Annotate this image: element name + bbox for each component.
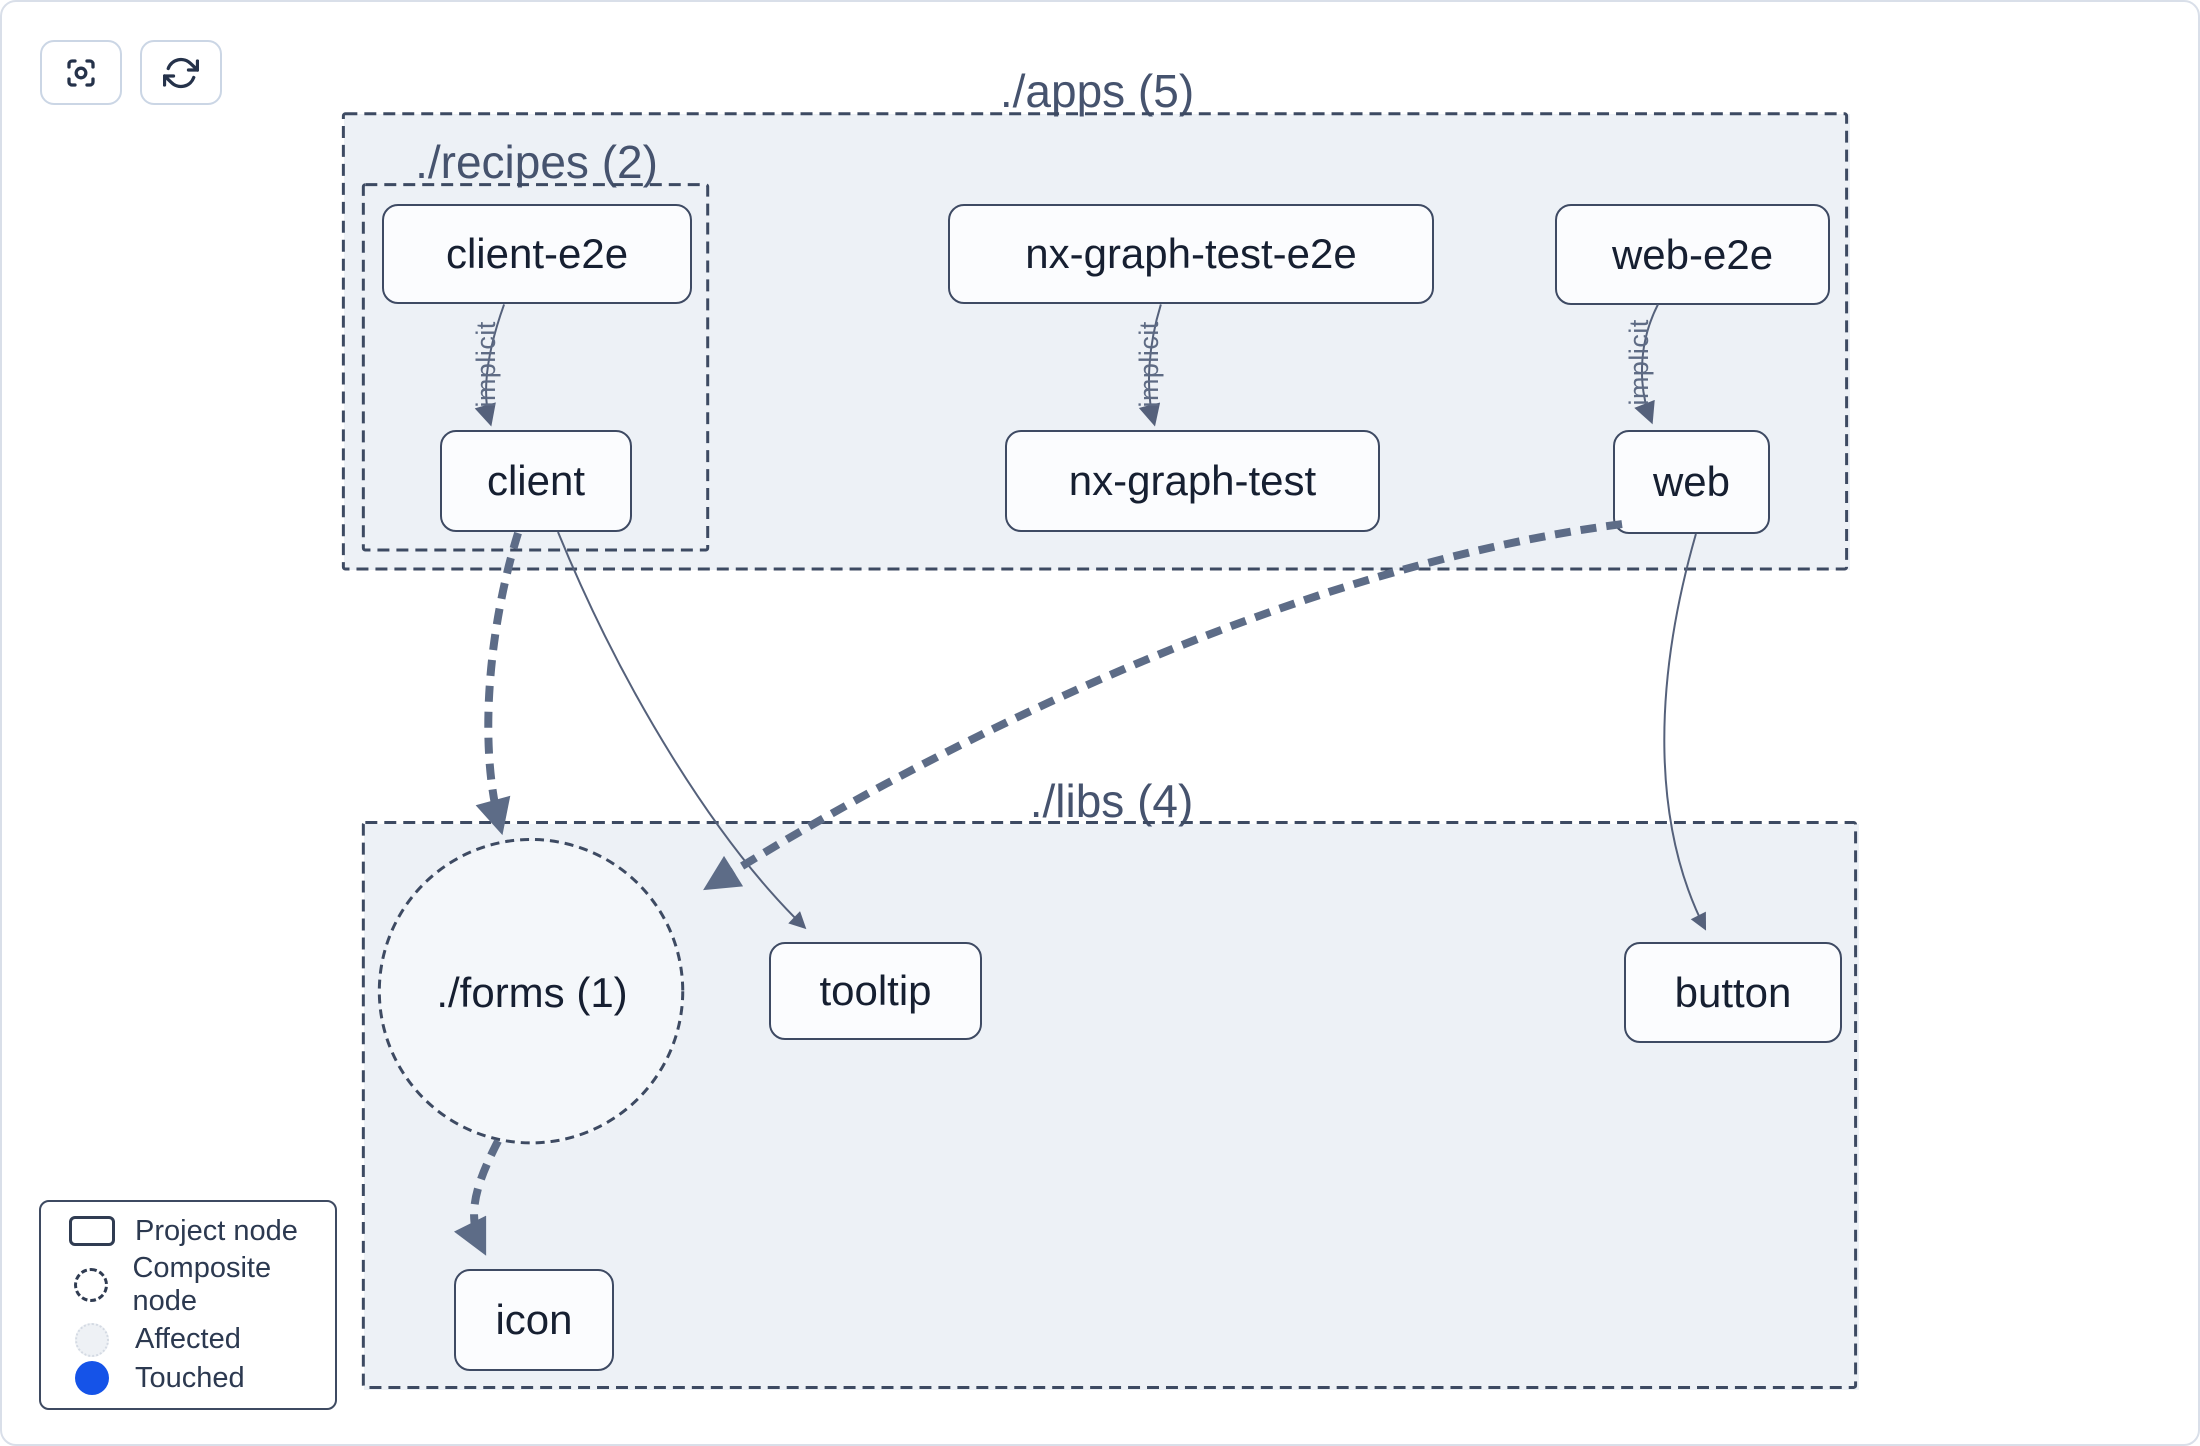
refresh-button[interactable] <box>140 40 222 105</box>
node-client[interactable]: client <box>440 430 632 532</box>
node-client-e2e[interactable]: client-e2e <box>382 204 692 304</box>
node-tooltip[interactable]: tooltip <box>769 942 982 1040</box>
toolbar <box>40 40 222 105</box>
node-tooltip-label: tooltip <box>819 967 932 1014</box>
legend-row-affected: Affected <box>41 1322 335 1357</box>
composite-node-forms-label: ./forms (1) <box>436 969 628 1016</box>
node-web-e2e[interactable]: web-e2e <box>1555 204 1830 305</box>
group-apps-label: ./apps (5) <box>999 65 1195 117</box>
refresh-icon <box>163 57 199 88</box>
zoom-to-fit-button[interactable] <box>40 40 122 105</box>
node-nx-graph-test-label: nx-graph-test <box>1068 457 1317 504</box>
node-nx-graph-test-e2e-label: nx-graph-test-e2e <box>1025 230 1357 277</box>
legend-label-composite: Composite node <box>132 1252 272 1318</box>
node-client-e2e-label: client-e2e <box>445 230 629 277</box>
node-web-e2e-label: web-e2e <box>1611 230 1774 278</box>
node-icon-label: icon <box>495 1296 573 1343</box>
legend-row-project: Project node <box>41 1215 335 1248</box>
node-nx-graph-test[interactable]: nx-graph-test <box>1005 430 1380 532</box>
node-icon[interactable]: icon <box>454 1269 614 1371</box>
project-node-icon <box>69 1216 115 1247</box>
legend: Project node Composite node Affected Tou… <box>39 1200 337 1410</box>
composite-node-forms[interactable]: ./forms (1) <box>380 841 684 1145</box>
node-button[interactable]: button <box>1624 942 1842 1043</box>
focus-icon <box>67 58 95 87</box>
legend-row-touched: Touched <box>41 1361 335 1396</box>
legend-label-touched: Touched <box>135 1361 245 1394</box>
touched-node-icon <box>75 1361 109 1396</box>
legend-label-affected: Affected <box>135 1323 241 1356</box>
node-button-label: button <box>1674 968 1792 1016</box>
node-web-label: web <box>1652 458 1731 505</box>
edge-client-forms <box>475 531 522 836</box>
node-web[interactable]: web <box>1613 430 1770 534</box>
group-libs-label: ./libs (4) <box>1029 775 1194 827</box>
legend-label-project: Project node <box>135 1214 298 1247</box>
affected-node-icon <box>75 1322 109 1357</box>
node-nx-graph-test-e2e[interactable]: nx-graph-test-e2e <box>948 204 1434 304</box>
composite-node-icon <box>73 1268 108 1303</box>
legend-row-composite: Composite node <box>41 1252 335 1318</box>
node-client-label: client <box>486 457 586 504</box>
